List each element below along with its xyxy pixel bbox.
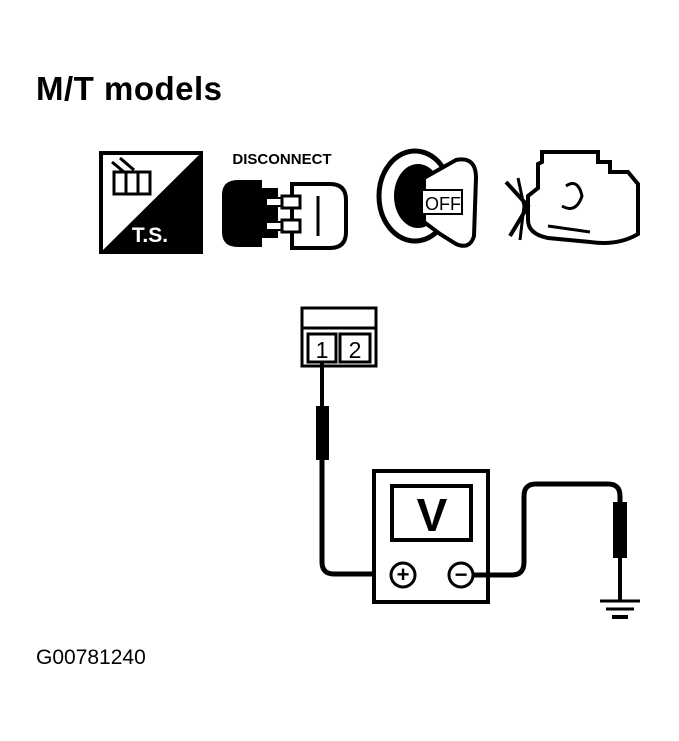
negative-terminal (447, 561, 475, 589)
voltmeter: V + − (372, 469, 490, 604)
positive-test-lead (316, 362, 382, 577)
ts-label: T.S. (132, 224, 168, 247)
negative-test-lead (474, 481, 627, 600)
ground-icon (600, 599, 640, 619)
ignition-key-icon: OFF (376, 148, 479, 248)
positive-terminal (389, 561, 417, 589)
terminal-1-label: 1 (316, 337, 329, 363)
page-title: M/T models (36, 70, 223, 107)
meter-display: V (417, 489, 448, 541)
harness-connector: 1 2 (300, 306, 378, 368)
terminal-2-label: 2 (349, 337, 362, 363)
ts-icon: T.S. (99, 151, 203, 254)
disconnect-icon: DISCONNECT (222, 151, 348, 250)
negative-symbol: − (455, 562, 468, 587)
positive-symbol: + (397, 562, 410, 587)
ignition-off-label: OFF (425, 194, 461, 214)
figure-id: G00781240 (36, 646, 146, 669)
engine-off-icon (504, 150, 640, 245)
disconnect-label: DISCONNECT (232, 151, 331, 168)
